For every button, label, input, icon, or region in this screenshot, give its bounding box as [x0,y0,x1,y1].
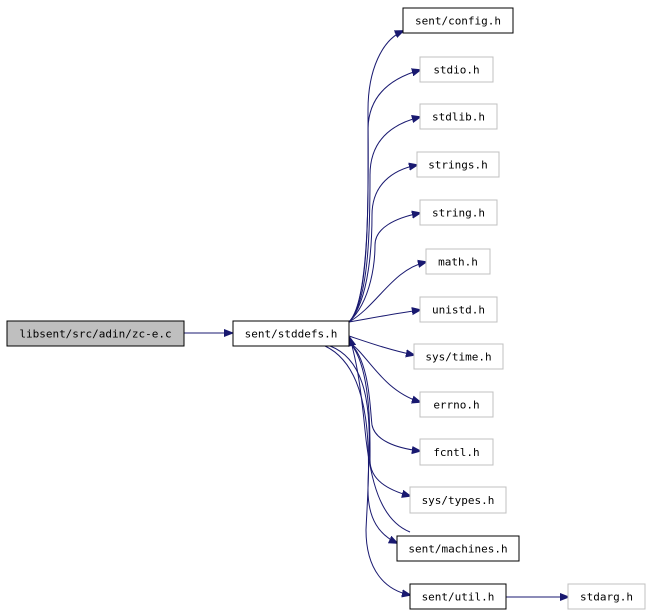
node-label: strings.h [428,159,488,172]
edge-stddefs-to-util [324,345,410,595]
node-label: stdlib.h [432,111,485,124]
node-label: sys/time.h [425,351,491,364]
node-label: sys/types.h [422,494,495,507]
graph-edges [184,31,568,597]
edge-stddefs-to-config [348,31,403,323]
edge-util-to-stddefs [350,338,411,533]
node-string: string.h [419,199,498,226]
node-sys-time: sys/time.h [413,343,504,370]
edge-stddefs-to-machines [329,345,397,543]
node-stdarg: stdarg.h [567,583,646,610]
node-label: sent/util.h [422,591,495,604]
node-label: sent/machines.h [408,543,507,556]
node-stdio: stdio.h [419,56,494,83]
node-label: sent/config.h [415,15,501,28]
node-strings: strings.h [416,151,500,178]
node-label: stdarg.h [580,591,633,604]
edge-stddefs-to-stdio [348,70,420,323]
node-label: libsent/src/adin/zc-e.c [19,328,171,341]
edge-stddefs-to-unistd [348,310,420,323]
node-stddefs[interactable]: sent/stddefs.h [232,320,350,347]
node-label: string.h [432,207,485,220]
node-stdlib: stdlib.h [419,103,498,130]
node-unistd: unistd.h [419,296,498,323]
edge-stddefs-to-strings [348,165,417,323]
node-math: math.h [425,248,491,275]
edge-stddefs-to-stdlib [348,117,420,323]
edge-stddefs-to-string [348,213,420,323]
edge-stddefs-to-systypes [348,341,410,496]
node-sys-types: sys/types.h [409,486,507,514]
node-label: unistd.h [432,304,485,317]
edge-stddefs-to-math [348,262,426,323]
node-sent-util[interactable]: sent/util.h [409,583,507,610]
node-sent-machines[interactable]: sent/machines.h [396,535,520,562]
node-errno: errno.h [419,391,494,418]
node-label: fcntl.h [433,446,479,459]
node-root-file[interactable]: libsent/src/adin/zc-e.c [6,320,185,347]
node-sent-config[interactable]: sent/config.h [402,7,514,34]
node-label: errno.h [433,399,479,412]
node-label: sent/stddefs.h [245,328,338,341]
node-label: math.h [438,256,478,269]
edge-stddefs-to-systime [348,335,414,355]
node-label: stdio.h [433,64,479,77]
node-fcntl: fcntl.h [419,438,494,466]
edge-stddefs-to-fcntl [348,341,420,451]
